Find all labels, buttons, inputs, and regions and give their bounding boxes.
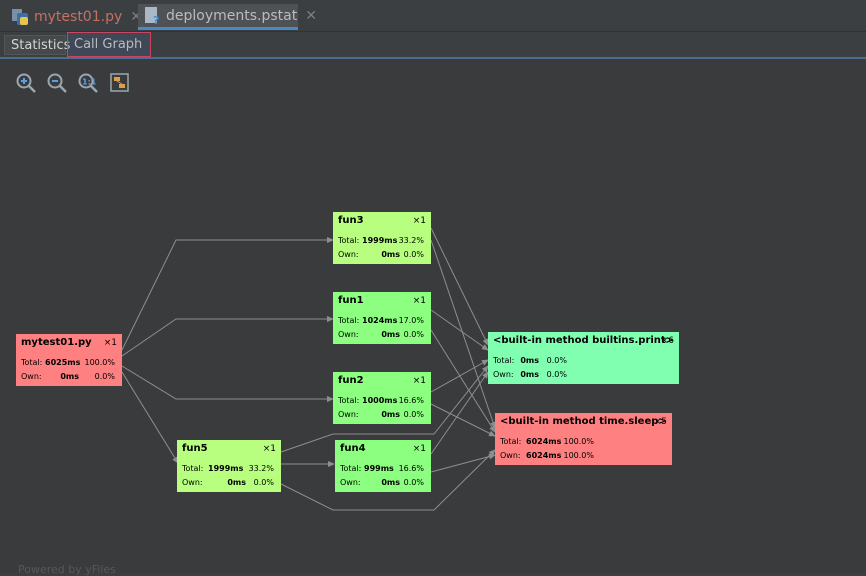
total-time: 6025ms bbox=[45, 358, 81, 367]
node-title: fun5 bbox=[182, 443, 208, 454]
powered-by-label: Powered by yFiles bbox=[18, 563, 116, 576]
own-time: 0ms bbox=[381, 410, 400, 419]
editor-tab-bar: mytest01.py ✕ ? deployments.pstat ✕ bbox=[0, 0, 866, 32]
call-count: ×5 bbox=[653, 417, 667, 427]
zoom-in-icon[interactable] bbox=[15, 72, 37, 94]
node-title: fun3 bbox=[338, 215, 364, 226]
own-percent: 0.0% bbox=[253, 478, 274, 487]
edge-mytest01-fun5 bbox=[121, 371, 179, 464]
total-time: 1999ms bbox=[208, 464, 244, 473]
profiler-view-tabs: Statistics Call Graph bbox=[0, 32, 866, 59]
total-time: 0ms bbox=[520, 356, 539, 365]
edge-fun5-sleep bbox=[280, 449, 496, 511]
node-title: fun4 bbox=[340, 443, 366, 454]
total-time: 1999ms bbox=[362, 236, 398, 245]
node-builtins-print[interactable]: <built-in method builtins.print> ×6 Tota… bbox=[488, 332, 679, 384]
close-icon[interactable]: ✕ bbox=[305, 7, 317, 24]
call-count: ×1 bbox=[262, 444, 276, 454]
call-count: ×1 bbox=[412, 216, 426, 226]
total-time: 6024ms bbox=[526, 437, 562, 446]
total-percent: 33.2% bbox=[398, 236, 424, 245]
own-percent: 0.0% bbox=[403, 330, 424, 339]
tab-call-graph[interactable]: Call Graph bbox=[67, 32, 151, 57]
node-title: <built-in method time.sleep> bbox=[500, 416, 667, 427]
tab-label: mytest01.py bbox=[34, 9, 123, 25]
own-time: 0ms bbox=[520, 370, 539, 379]
profile-file-icon: ? bbox=[142, 6, 162, 27]
call-graph-canvas[interactable] bbox=[0, 59, 866, 573]
node-title: mytest01.py bbox=[21, 337, 92, 348]
own-percent: 0.0% bbox=[403, 478, 424, 487]
node-title: fun2 bbox=[338, 375, 364, 386]
node-title: fun1 bbox=[338, 295, 364, 306]
tab-deployments-pstat[interactable]: ? deployments.pstat ✕ bbox=[138, 4, 317, 30]
own-time: 0ms bbox=[381, 250, 400, 259]
tab-statistics[interactable]: Statistics bbox=[4, 35, 70, 55]
own-time: 0ms bbox=[381, 478, 400, 487]
total-time: 1000ms bbox=[362, 396, 398, 405]
own-time: 0ms bbox=[227, 478, 246, 487]
total-time: 1024ms bbox=[362, 316, 398, 325]
own-percent: 0.0% bbox=[403, 250, 424, 259]
tab-label: deployments.pstat bbox=[166, 7, 298, 24]
own-time: 0ms bbox=[381, 330, 400, 339]
total-percent: 16.6% bbox=[398, 396, 424, 405]
edge-fun3-print bbox=[430, 227, 489, 346]
tab-mytest01[interactable]: mytest01.py ✕ bbox=[6, 4, 142, 30]
call-count: ×6 bbox=[660, 336, 674, 346]
total-percent: 16.6% bbox=[398, 464, 424, 473]
own-time: 6024ms bbox=[526, 451, 562, 460]
edge-fun1-print bbox=[430, 309, 489, 351]
edge-mytest01-fun2 bbox=[121, 365, 334, 402]
total-percent: 17.0% bbox=[398, 316, 424, 325]
edge-mytest01-fun3 bbox=[121, 237, 334, 351]
call-count: ×1 bbox=[412, 376, 426, 386]
close-icon[interactable]: ✕ bbox=[130, 9, 142, 25]
own-percent: 100.0% bbox=[563, 451, 594, 460]
edge-fun2-sleep bbox=[430, 403, 496, 437]
own-time: 0ms bbox=[60, 372, 79, 381]
total-percent: 100.0% bbox=[563, 437, 594, 446]
total-percent: 0.0% bbox=[546, 356, 567, 365]
edge-fun3-sleep bbox=[430, 239, 496, 429]
total-percent: 100.0% bbox=[84, 358, 115, 367]
edge-fun2-print bbox=[430, 359, 489, 393]
edge-fun1-sleep bbox=[430, 329, 496, 433]
call-count: ×1 bbox=[103, 338, 117, 348]
actual-size-icon[interactable]: 1:1 bbox=[77, 72, 99, 94]
call-count: ×1 bbox=[412, 296, 426, 306]
edge-fun5-print bbox=[280, 365, 489, 453]
total-percent: 33.2% bbox=[248, 464, 274, 473]
python-file-icon bbox=[10, 7, 30, 27]
node-time-sleep[interactable]: <built-in method time.sleep> ×5 Total:60… bbox=[495, 413, 672, 465]
svg-text:?: ? bbox=[153, 14, 159, 26]
node-title: <built-in method builtins.print> bbox=[493, 335, 675, 346]
edge-fun4-sleep bbox=[430, 453, 496, 473]
zoom-out-icon[interactable] bbox=[46, 72, 68, 94]
own-percent: 0.0% bbox=[546, 370, 567, 379]
own-percent: 0.0% bbox=[403, 410, 424, 419]
fit-content-icon[interactable] bbox=[109, 72, 131, 94]
svg-text:1:1: 1:1 bbox=[82, 78, 97, 87]
edge-fun4-print bbox=[430, 371, 489, 455]
total-time: 999ms bbox=[364, 464, 394, 473]
edge-mytest01-fun1 bbox=[121, 316, 334, 357]
call-count: ×1 bbox=[412, 444, 426, 454]
own-percent: 0.0% bbox=[94, 372, 115, 381]
